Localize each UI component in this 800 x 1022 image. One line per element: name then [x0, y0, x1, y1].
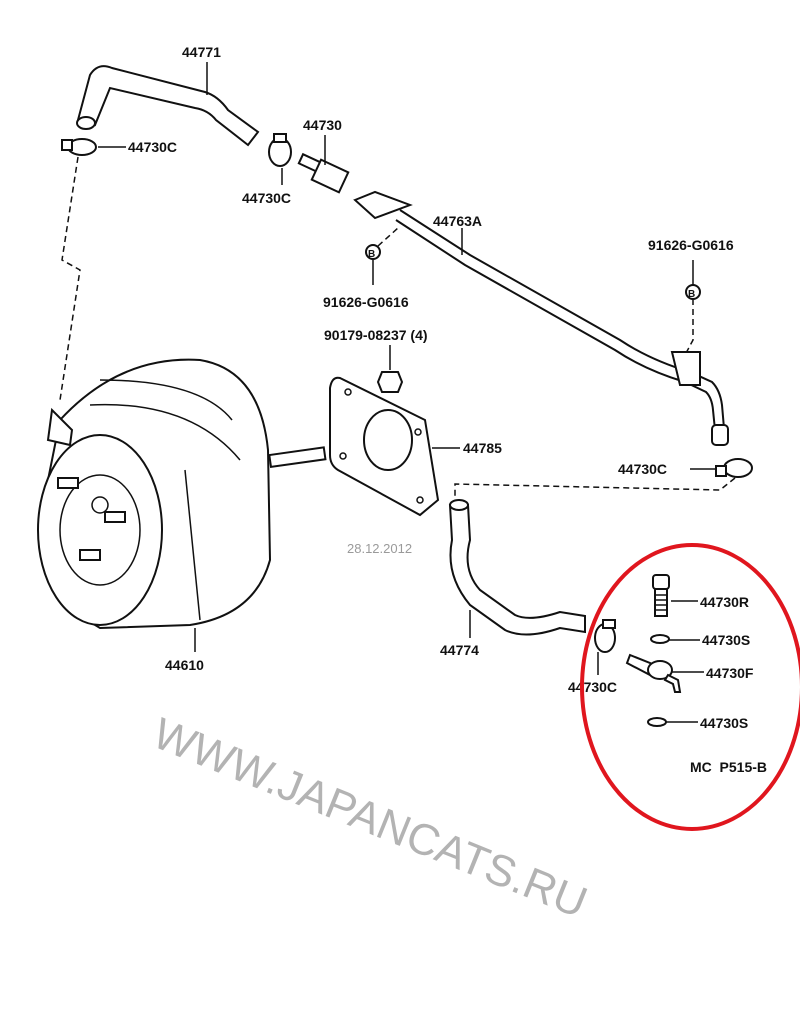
clip-marker-letter: B — [688, 289, 695, 300]
upper-hose-44771[interactable] — [76, 65, 260, 147]
label-44730S-2[interactable]: 44730S — [700, 715, 748, 731]
label-44774[interactable]: 44774 — [440, 642, 479, 658]
clip-marker-letter: B — [368, 249, 375, 260]
bracket — [670, 351, 701, 386]
label-44730C-upper[interactable]: 44730C — [242, 190, 291, 206]
label-91626-G0616-left[interactable]: 91626-G0616 — [323, 294, 409, 310]
dash-clip-left — [377, 227, 399, 247]
fitting-44730F[interactable] — [625, 653, 682, 693]
diagram-code: MC P515-B — [690, 759, 767, 775]
label-44730C-left[interactable]: 44730C — [128, 139, 177, 155]
clip-marker-left[interactable]: B — [365, 244, 381, 260]
clamp-right[interactable] — [715, 458, 753, 478]
clamp-left[interactable] — [61, 138, 97, 156]
label-44730S-1[interactable]: 44730S — [702, 632, 750, 648]
nut-90179[interactable] — [376, 371, 404, 393]
label-44730[interactable]: 44730 — [303, 117, 342, 133]
clip-marker-right[interactable]: B — [685, 284, 701, 300]
watermark-site: WWW.JAPANCATS.RU — [146, 709, 593, 928]
dashed-connector-right — [454, 477, 736, 500]
washer-44730S-2[interactable] — [647, 717, 667, 727]
label-44785[interactable]: 44785 — [463, 440, 502, 456]
bolt-44730R[interactable] — [652, 574, 670, 617]
dash-clip-right — [684, 299, 694, 356]
brake-booster-44610[interactable] — [37, 358, 327, 630]
label-44730C-right[interactable]: 44730C — [618, 461, 667, 477]
label-44763A[interactable]: 44763A — [433, 213, 482, 229]
clamp-lower[interactable] — [594, 619, 616, 653]
watermark-date: 28.12.2012 — [347, 541, 412, 556]
dashed-connector-left — [59, 156, 81, 401]
highlight-circle — [580, 543, 800, 831]
label-44730R[interactable]: 44730R — [700, 594, 749, 610]
clamp-upper[interactable] — [268, 133, 292, 167]
washer-44730S-1[interactable] — [650, 634, 670, 644]
label-44771[interactable]: 44771 — [182, 44, 221, 60]
gasket-44785[interactable] — [329, 376, 440, 517]
label-91626-G0616-right[interactable]: 91626-G0616 — [648, 237, 734, 253]
union-44730[interactable] — [297, 152, 350, 194]
lower-hose-44774[interactable] — [448, 499, 586, 636]
tube-44763A[interactable] — [353, 190, 729, 446]
label-90179-08237[interactable]: 90179-08237 (4) — [324, 327, 428, 343]
label-44730F[interactable]: 44730F — [706, 665, 754, 681]
label-44730C-lower[interactable]: 44730C — [568, 679, 617, 695]
label-44610[interactable]: 44610 — [165, 657, 204, 673]
